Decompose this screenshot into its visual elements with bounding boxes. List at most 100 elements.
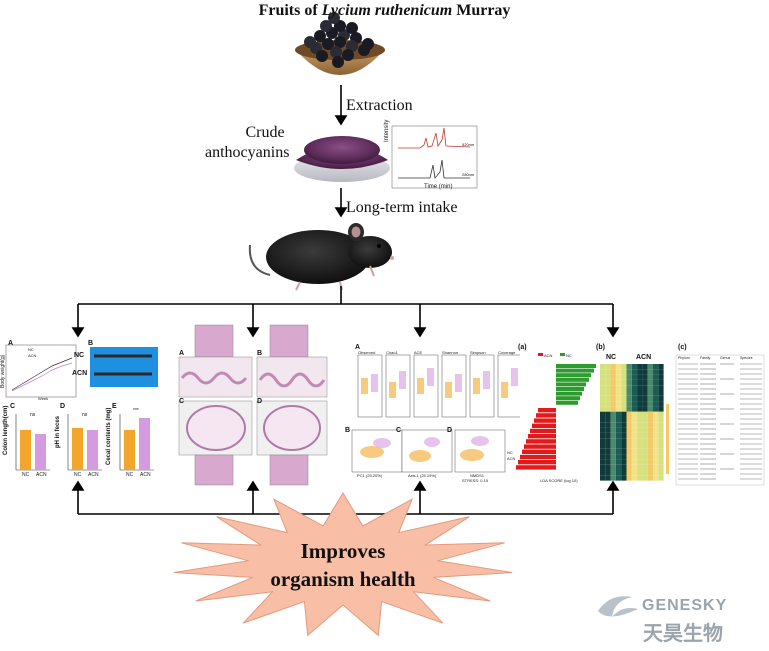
heatmap-cell (658, 464, 664, 470)
heatmap-cell (658, 438, 664, 444)
heatmap-cell (615, 438, 622, 444)
heatmap-cell (610, 395, 616, 402)
heatmap-cell (605, 443, 611, 449)
lda-bar-nc (556, 382, 586, 387)
heatmap-cell (642, 417, 648, 423)
chromatogram-ylabel: Intensity (384, 119, 390, 142)
heatmap-cell (647, 364, 653, 370)
heatmap-cell (647, 401, 653, 407)
heatmap-cell (621, 374, 627, 380)
heatmap-cell (615, 390, 622, 396)
heatmap-cell (653, 369, 659, 375)
heatmap-cell (631, 364, 638, 370)
panel1-ylabel-d: pH in feces (55, 415, 61, 448)
heatmap-cell (642, 406, 648, 412)
lda-bar-acn (524, 444, 556, 449)
heatmap-cell (600, 427, 606, 433)
heatmap-cell (615, 411, 622, 417)
lda-bar-nc (556, 391, 582, 396)
panel4-label-b: (b) (596, 344, 605, 351)
heatmap-cell (647, 385, 653, 391)
heatmap-cell (626, 369, 632, 375)
heatmap-cell (615, 385, 622, 391)
heatmap-cell (637, 390, 643, 396)
panel1-label-a: A (8, 340, 14, 347)
berry (346, 40, 358, 52)
heatmap-cell (642, 374, 648, 380)
starburst-shape (173, 492, 513, 637)
table-header-species: Species (740, 356, 753, 360)
heatmap-cell (642, 379, 648, 386)
step-extraction: Extraction (346, 97, 413, 114)
box-nc (361, 378, 368, 394)
heatmap-cell (653, 464, 659, 470)
heatmap-cell (626, 438, 632, 444)
heatmap-cell (653, 454, 659, 460)
heatmap-cell (637, 395, 643, 402)
heatmap-cell (653, 438, 659, 444)
heatmap-cell (600, 406, 606, 412)
lda-bar-nc (556, 400, 578, 405)
panel1-ylabel-c: Colon length(cm) (3, 405, 9, 455)
heatmap-cell (626, 364, 632, 370)
panel3-legend-acn: ACN (507, 456, 516, 461)
heatmap-cell (626, 470, 632, 476)
bar-d-acn: ACN (88, 472, 99, 478)
nmds-xlabel: NMDS1 (470, 473, 485, 478)
heatmap-cell (626, 443, 632, 449)
heatmap-cell (658, 454, 664, 460)
sig-d: ns (82, 412, 88, 418)
heatmap-cell (637, 417, 643, 423)
heatmap-cell (610, 406, 616, 412)
genesky-logo (598, 596, 638, 617)
heatmap-cell (631, 374, 638, 380)
heatmap-cell (647, 443, 653, 449)
heatmap-cell (605, 475, 611, 481)
step-long-term-intake: Long-term intake (346, 199, 458, 216)
heatmap-cell (631, 438, 638, 444)
heatmap-cell (610, 401, 616, 407)
powder-dish-image (294, 136, 390, 182)
heatmap-cell (600, 364, 606, 370)
heatmap-cell (610, 459, 616, 465)
chromatogram-trace-bottom: 280nm (462, 172, 475, 177)
heatmap-cell (642, 364, 648, 370)
bar-nc (72, 428, 83, 470)
heatmap-cell (621, 432, 627, 439)
gel-label-acn: ACN (72, 370, 88, 377)
lda-bar-nc (556, 377, 589, 382)
heatmap-cell (658, 385, 664, 391)
box-nc (473, 378, 480, 394)
heatmap-cell (642, 470, 648, 476)
box-nc (417, 378, 424, 394)
table-header-genus: Genus (720, 356, 731, 360)
heatmap-cell (653, 427, 659, 433)
heatmap-cell (647, 470, 653, 476)
heatmap-cell (610, 385, 616, 391)
heatmap-cell (621, 364, 627, 370)
lda-bar-acn (526, 439, 556, 444)
heatmap-cell (637, 364, 643, 370)
heatmap-cell (637, 427, 643, 433)
heatmap-cell (637, 432, 643, 439)
lda-bar-acn (532, 423, 556, 428)
watermark-latin: GENESKY (642, 597, 728, 614)
heatmap-cell (605, 390, 611, 396)
heatmap-cell (626, 395, 632, 402)
bar-e-nc: NC (126, 472, 134, 478)
nmds-stress: STRESS: 0.15 (462, 478, 489, 483)
mouse-image (248, 223, 394, 291)
heatmap-cell (600, 401, 606, 407)
heatmap-cell (658, 411, 664, 417)
heatmap-cell (658, 427, 664, 433)
heatmap-cell (653, 385, 659, 391)
heatmap-cell (615, 379, 622, 386)
heatmap-cell (600, 417, 606, 423)
result-line1: Improves (300, 539, 386, 563)
lda-bar-acn (528, 434, 556, 439)
heatmap-cell (626, 422, 632, 428)
heatmap-cell (615, 432, 622, 439)
heatmap-cell (621, 475, 627, 481)
panel3-legend-nc: NC (507, 450, 513, 455)
heatmap-cell (610, 422, 616, 428)
